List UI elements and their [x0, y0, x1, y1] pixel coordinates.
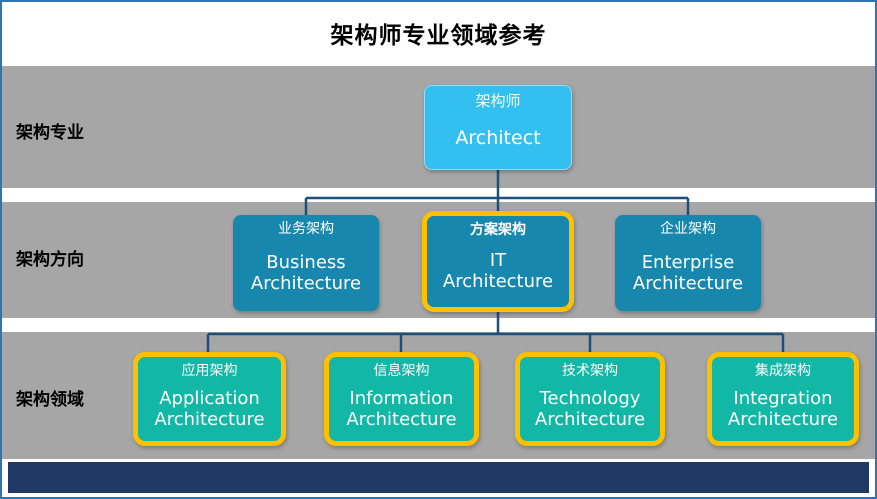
node-information-zh: 信息架构	[373, 363, 430, 379]
node-business-architecture: 业务架构 Business Architecture	[233, 215, 379, 311]
node-architect-zh: 架构师	[475, 92, 521, 110]
bottom-accent-bar	[8, 462, 869, 493]
node-architect: 架构师 Architect	[424, 85, 572, 170]
node-application-architecture: 应用架构 Application Architecture	[133, 352, 286, 446]
node-business-zh: 业务架构	[278, 221, 334, 237]
row-label-domain: 架构领域	[16, 390, 84, 410]
node-business-en: Business Architecture	[250, 251, 362, 294]
diagram-title: 架构师专业领域参考	[330, 23, 547, 49]
row-label-profession: 架构专业	[16, 123, 84, 143]
node-it-en: IT Architecture	[442, 250, 554, 293]
node-application-en: Application Architecture	[154, 387, 265, 430]
node-integration-architecture: 集成架构 Integration Architecture	[707, 352, 859, 446]
node-information-en: Information Architecture	[346, 387, 457, 430]
node-architect-en: Architect	[455, 126, 541, 149]
node-it-architecture: 方案架构 IT Architecture	[422, 211, 574, 312]
node-technology-architecture: 技术架构 Technology Architecture	[515, 352, 665, 446]
node-integration-en: Integration Architecture	[727, 387, 839, 430]
row-label-direction: 架构方向	[16, 250, 84, 270]
node-it-zh: 方案架构	[470, 222, 526, 238]
node-integration-zh: 集成架构	[755, 363, 811, 379]
node-technology-zh: 技术架构	[562, 363, 618, 379]
node-information-architecture: 信息架构 Information Architecture	[324, 352, 479, 446]
node-enterprise-zh: 企业架构	[660, 221, 716, 237]
node-enterprise-en: Enterprise Architecture	[632, 251, 744, 294]
node-enterprise-architecture: 企业架构 Enterprise Architecture	[615, 215, 761, 311]
node-technology-en: Technology Architecture	[534, 387, 646, 430]
node-application-zh: 应用架构	[181, 363, 238, 379]
